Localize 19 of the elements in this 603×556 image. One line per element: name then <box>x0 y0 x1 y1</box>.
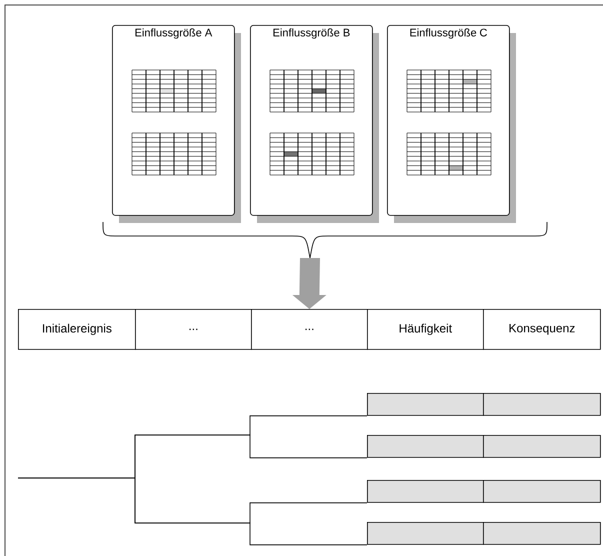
card: Einflussgröße A <box>112 25 235 216</box>
result-box <box>367 522 484 545</box>
result-box <box>483 435 601 458</box>
result-box <box>483 522 601 545</box>
table-header-cell: Initialereignis <box>18 309 136 350</box>
card: Einflussgröße B <box>250 25 373 216</box>
result-box <box>367 435 484 458</box>
table-header-cell: Häufigkeit <box>367 309 484 350</box>
table-header-cell: Konsequenz <box>483 309 601 350</box>
result-box <box>367 393 484 416</box>
result-box <box>483 393 601 416</box>
table-header-cell: ... <box>135 309 252 350</box>
table-header-cell: ... <box>251 309 368 350</box>
curly-brace <box>102 222 548 258</box>
tree-branch-line <box>18 478 368 546</box>
block-arrow <box>292 258 326 309</box>
result-box <box>483 480 601 503</box>
card: Einflussgröße C <box>387 25 510 216</box>
result-box <box>367 480 484 503</box>
